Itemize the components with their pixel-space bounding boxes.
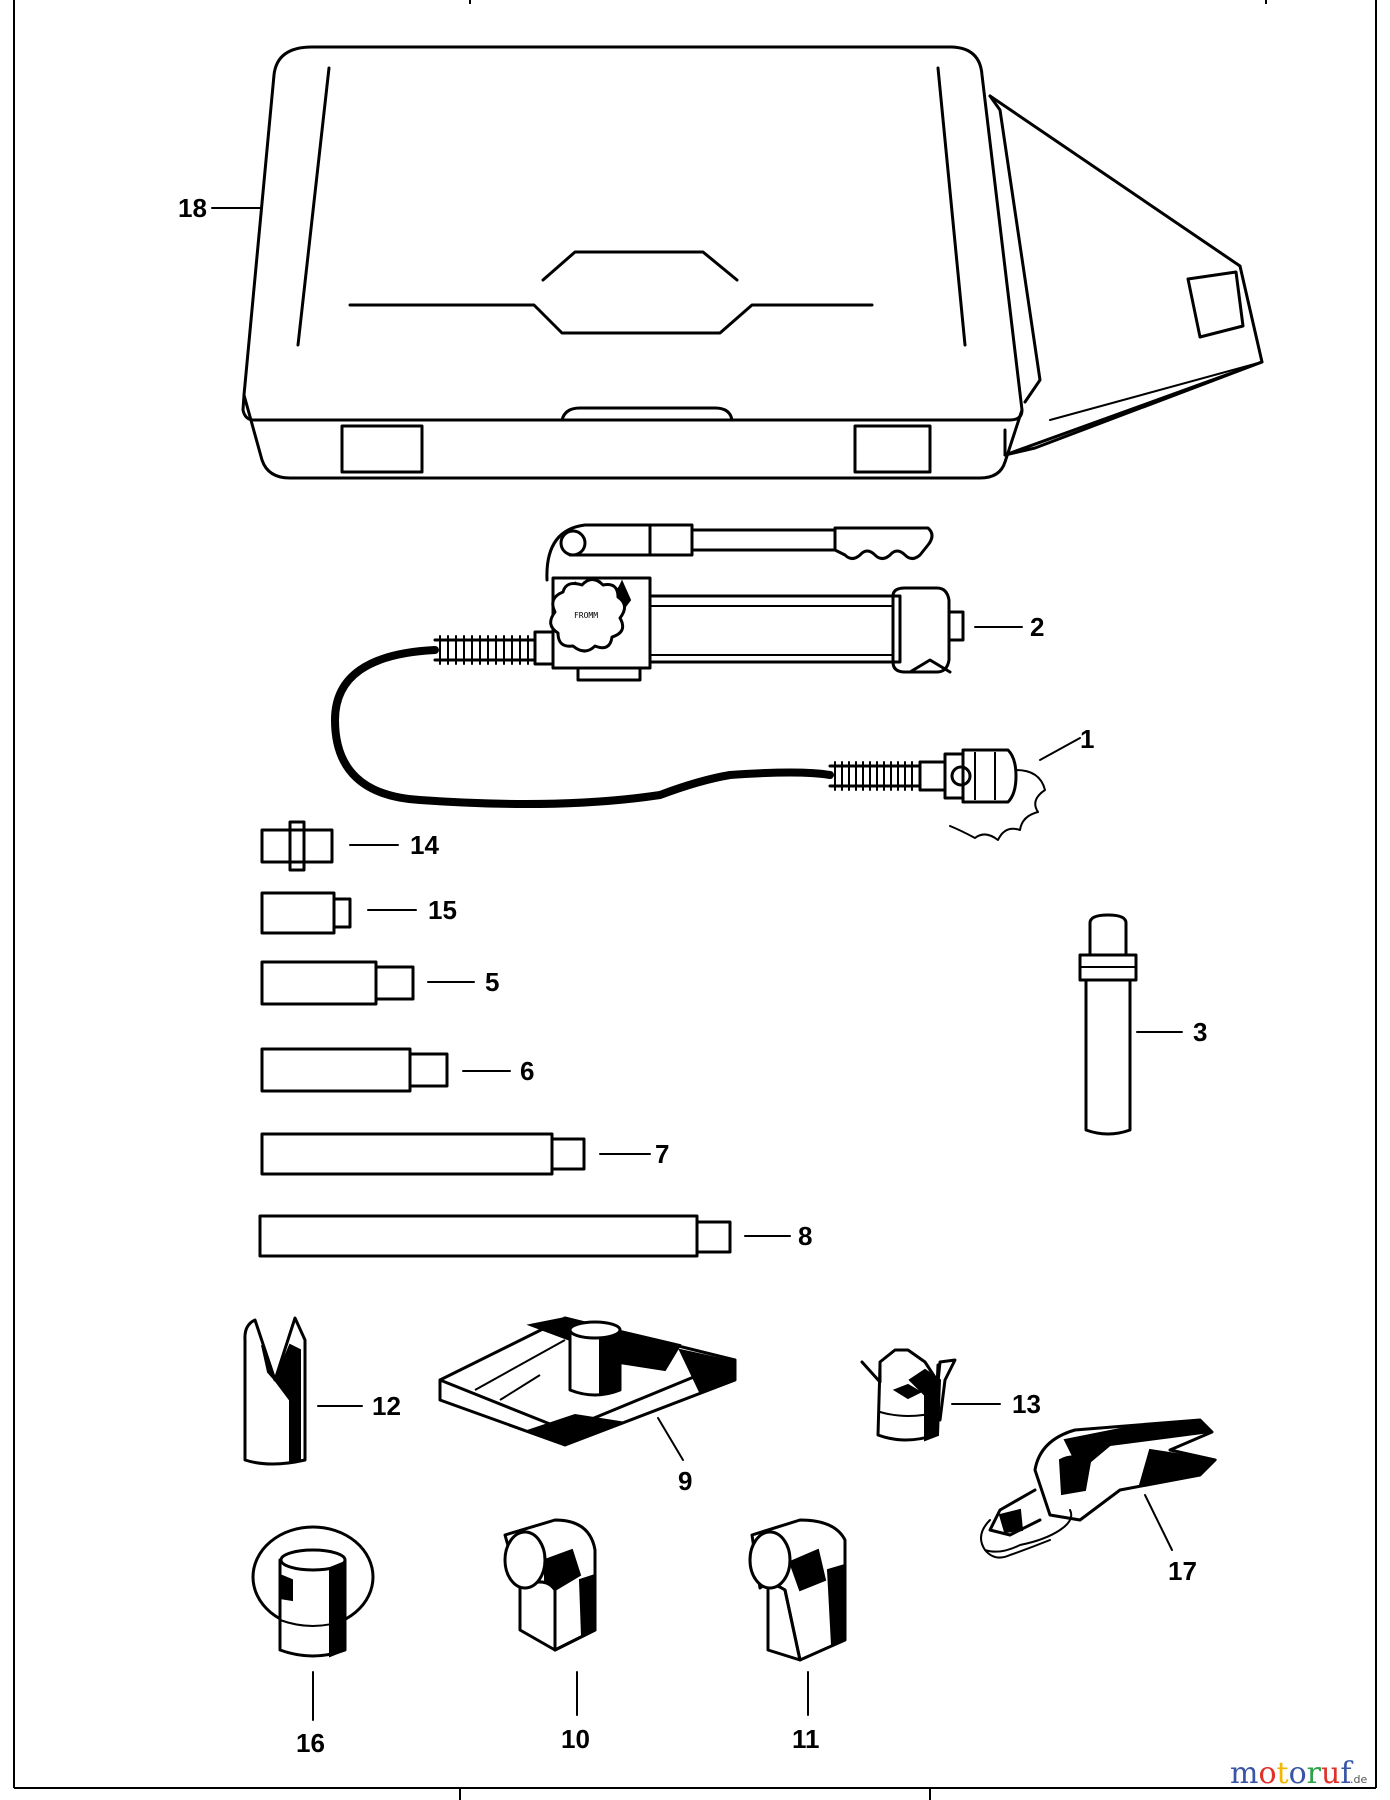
watermark-letter: o <box>1258 1756 1276 1791</box>
part-label-16: 16 <box>296 1728 325 1758</box>
part-label-9: 9 <box>678 1466 692 1496</box>
part-label-3: 3 <box>1193 1017 1207 1047</box>
base-plate-part-9 <box>438 1316 737 1447</box>
extension-part-6 <box>260 1047 449 1093</box>
part-label-8: 8 <box>798 1221 812 1251</box>
svg-text:FROMM: FROMM <box>574 611 598 620</box>
part-label-5: 5 <box>485 967 499 997</box>
part-label-15: 15 <box>428 895 457 925</box>
watermark-letter: m <box>1230 1756 1258 1791</box>
page-frame <box>13 0 1377 1800</box>
extension-part-7 <box>260 1132 586 1176</box>
watermark-letter: f <box>1340 1756 1353 1791</box>
watermark-suffix: .de <box>1350 1773 1367 1786</box>
part-label-14: 14 <box>410 830 439 860</box>
hand-pump-part-2: FROMM <box>330 523 965 808</box>
part-label-6: 6 <box>520 1056 534 1086</box>
watermark-letter: u <box>1321 1756 1340 1791</box>
wedge-head-part-11 <box>748 1518 847 1662</box>
part-label-1: 1 <box>1080 724 1094 754</box>
part-label-17: 17 <box>1168 1556 1197 1586</box>
part-label-18: 18 <box>178 193 207 223</box>
90-degree-head-part-10 <box>503 1518 597 1652</box>
leader-lines <box>211 207 1183 1721</box>
extension-part-5 <box>260 960 415 1006</box>
plunger-part-3 <box>1078 913 1138 1136</box>
part-labels: 18 2 1 14 15 5 6 7 8 3 12 9 13 17 16 10 … <box>178 193 1207 1758</box>
watermark-letter: r <box>1307 1756 1322 1791</box>
extension-part-8 <box>258 1214 732 1258</box>
v-head-part-12 <box>243 1316 307 1466</box>
part-label-13: 13 <box>1012 1389 1041 1419</box>
hose-coupler-part-1 <box>828 748 1046 841</box>
serrated-head-part-13 <box>860 1348 957 1442</box>
spreader-part-17 <box>980 1418 1218 1559</box>
rubber-head-part-16 <box>251 1525 375 1658</box>
watermark-logo: motoruf .de <box>1230 1756 1367 1791</box>
part-label-12: 12 <box>372 1391 401 1421</box>
part-label-7: 7 <box>655 1139 669 1169</box>
part-label-10: 10 <box>561 1724 590 1754</box>
connector-part-14 <box>260 820 334 872</box>
extension-part-15 <box>260 891 352 935</box>
part-label-2: 2 <box>1030 612 1044 642</box>
watermark-letter: o <box>1289 1756 1307 1791</box>
carrying-case-part-18 <box>241 45 1264 480</box>
svg-text:motoruf: motoruf <box>1230 1756 1353 1791</box>
watermark-letter: t <box>1277 1756 1289 1791</box>
part-label-11: 11 <box>792 1724 820 1754</box>
